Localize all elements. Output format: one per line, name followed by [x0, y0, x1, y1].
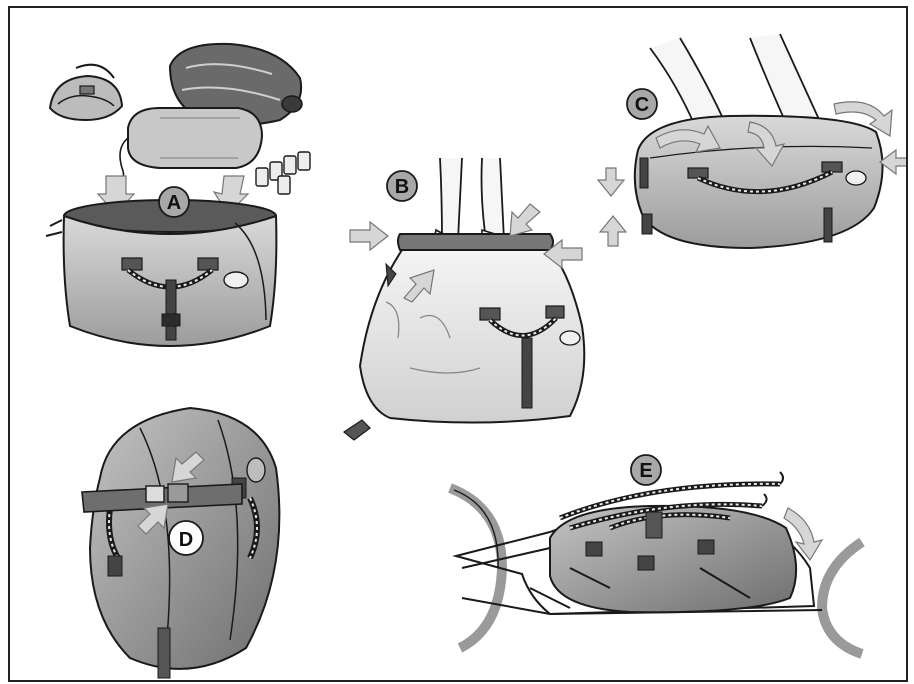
- step-c-illustration: C: [598, 34, 908, 248]
- sleeping-bag-icon: [120, 108, 262, 184]
- step-d-illustration: D: [82, 408, 279, 678]
- hook-icon: [762, 472, 783, 506]
- step-label-e: E: [631, 455, 661, 485]
- arrow-up-icon: [600, 216, 626, 246]
- step-label-b: B: [387, 171, 417, 201]
- arrow-down-left-icon: [510, 204, 540, 236]
- svg-text:D: D: [179, 529, 193, 551]
- cups-icon: [256, 152, 310, 194]
- packing-illustration: A: [10, 8, 908, 682]
- arrow-down-icon: [598, 168, 624, 196]
- step-a-illustration: A: [46, 44, 310, 346]
- svg-text:B: B: [395, 176, 409, 198]
- step-b-illustration: B: [344, 158, 584, 440]
- svg-text:E: E: [639, 460, 652, 482]
- wheel-icon: [822, 542, 862, 654]
- step-label-d: D: [169, 521, 203, 555]
- helmet-icon: [50, 65, 122, 120]
- open-bag-icon: [46, 200, 276, 346]
- svg-text:A: A: [167, 192, 181, 214]
- compressed-bag-icon: [344, 234, 584, 440]
- svg-text:C: C: [635, 94, 649, 116]
- wheel-icon: [450, 488, 502, 648]
- arrow-left-icon: [880, 150, 908, 174]
- arrow-right-icon: [350, 222, 388, 250]
- step-e-illustration: E: [450, 455, 862, 654]
- step-label-a: A: [159, 187, 189, 217]
- instruction-frame: A: [8, 6, 908, 682]
- step-label-c: C: [627, 89, 657, 119]
